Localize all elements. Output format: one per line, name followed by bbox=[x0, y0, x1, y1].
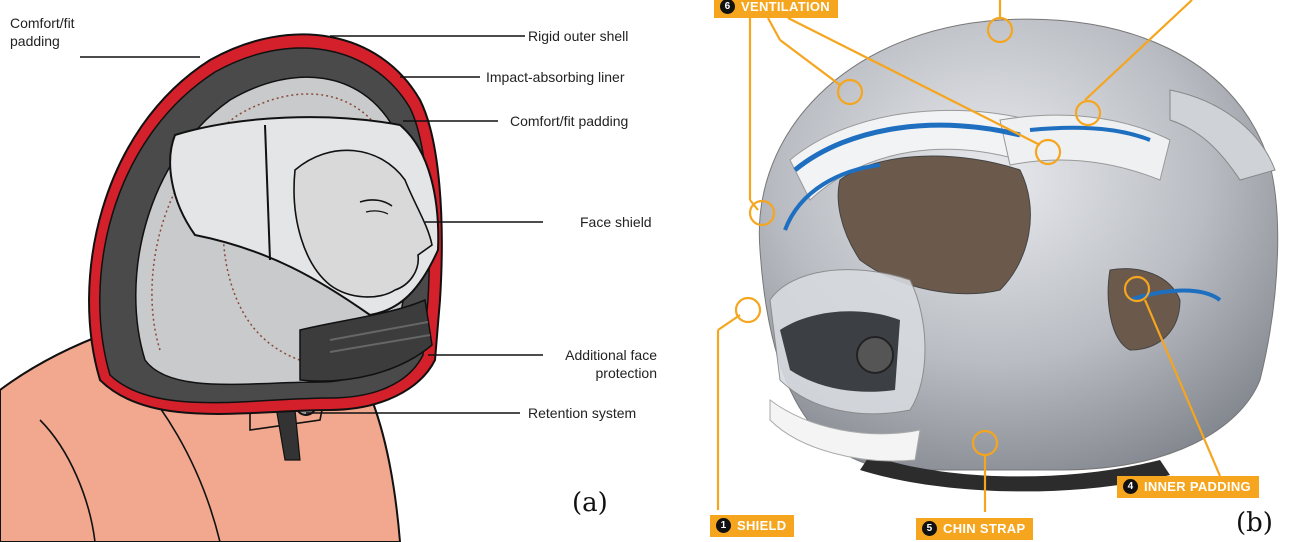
number-badge: 6 bbox=[720, 0, 735, 14]
tag-inner-padding-text: INNER PADDING bbox=[1144, 479, 1251, 494]
tag-shield: 1 SHIELD bbox=[710, 515, 794, 537]
number-badge: 1 bbox=[716, 518, 731, 533]
label-comfort-padding-right: Comfort/fit padding bbox=[510, 112, 628, 130]
tag-chin-strap: 5 CHIN STRAP bbox=[916, 518, 1033, 540]
tag-ventilation: 6 VENTILATION bbox=[714, 0, 838, 18]
diagram-panel-a: Comfort/fit padding Rigid outer shell Im… bbox=[0, 0, 660, 542]
panel-letter-b: (b) bbox=[1236, 508, 1273, 538]
number-badge: 5 bbox=[922, 521, 937, 536]
label-additional-face-protection: Additional face protection bbox=[547, 346, 657, 382]
label-impact-absorbing-liner: Impact-absorbing liner bbox=[486, 68, 625, 86]
label-comfort-padding-left: Comfort/fit padding bbox=[10, 14, 75, 50]
tag-shield-text: SHIELD bbox=[737, 518, 786, 533]
tag-ventilation-text: VENTILATION bbox=[741, 0, 830, 14]
number-badge: 4 bbox=[1123, 479, 1138, 494]
label-face-shield: Face shield bbox=[580, 213, 652, 231]
panel-letter-a: (a) bbox=[572, 488, 608, 518]
helmet-cutaway-photo bbox=[700, 0, 1304, 542]
tag-chin-strap-text: CHIN STRAP bbox=[943, 521, 1025, 536]
label-retention-system: Retention system bbox=[528, 404, 636, 422]
label-rigid-outer-shell: Rigid outer shell bbox=[528, 27, 628, 45]
diagram-panel-b: 6 VENTILATION 4 INNER PADDING 1 SHIELD 5 CHI… bbox=[700, 0, 1304, 542]
tag-inner-padding: 4 INNER PADDING bbox=[1117, 476, 1259, 498]
